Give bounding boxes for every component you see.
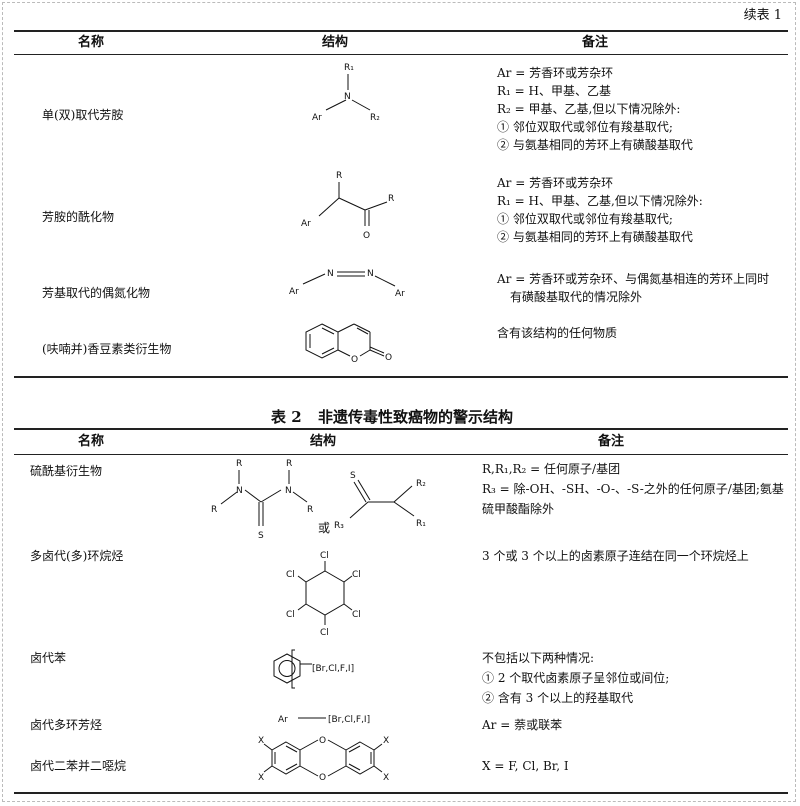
table2-row4-note: Ar = 萘或联苯 [482, 718, 563, 732]
atom-label: S [258, 531, 264, 541]
table1-row3-note: Ar = 芳香环或芳杂环、与偶氮基相连的芳环上同时 [497, 272, 770, 286]
atom-label: Cl [286, 610, 295, 620]
dibenzodioxin-structure: X X X X O O [258, 736, 389, 783]
continued-label: 续表 1 [743, 8, 782, 23]
table2-row1-note: 硫甲酸酯除外 [482, 502, 555, 516]
table2-row4-name: 卤代多环芳烃 [30, 718, 103, 732]
atom-label: O [385, 353, 392, 363]
table1-header-name: 名称 [78, 35, 105, 50]
table1-row1-note: ② 与氨基相同的芳环上有磺酸基取代 [497, 138, 693, 152]
table1-row1-note: Ar = 芳香环或芳杂环 [497, 66, 614, 80]
table2-row5-note: X = F, Cl, Br, I [482, 759, 569, 773]
table2-row1-note: R,R₁,R₂ = 任何原子/基团 [482, 462, 621, 476]
table1-row2-note: Ar = 芳香环或芳杂环 [497, 176, 614, 190]
atom-label: R [307, 505, 313, 515]
atom-label: R₃ [334, 521, 344, 531]
table1-row1-note: R₁ = H、甲基、乙基 [497, 84, 611, 98]
table1-row3-name: 芳基取代的偶氮化物 [42, 286, 151, 300]
table1-row3-note: 有磺酸基取代的情况除外 [510, 290, 643, 304]
table1-row4-note: 含有该结构的任何物质 [497, 326, 618, 340]
amine-acylation-structure: R R Ar O [301, 171, 394, 241]
atom-label: N [344, 92, 351, 102]
atom-label: Cl [286, 570, 295, 580]
atom-label: Cl [352, 610, 361, 620]
atom-label: R₁ [416, 519, 426, 529]
atom-label: R [286, 459, 292, 469]
atom-label: R₂ [416, 479, 426, 489]
substituent-label: [Br,Cl,F,I] [312, 664, 354, 674]
atom-label: Ar [301, 219, 311, 229]
table2-header-rule [14, 454, 788, 455]
atom-label: O [319, 773, 326, 783]
substituent-label: [Br,Cl,F,I] [328, 715, 370, 725]
atom-label: N [367, 269, 374, 279]
table1-row2-name: 芳胺的酰化物 [42, 210, 115, 224]
table2-caption-title: 非遗传毒性致癌物的警示结构 [318, 408, 514, 426]
atom-label: O [319, 736, 326, 746]
halobenzene-structure: [Br,Cl,F,I] [273, 649, 354, 689]
table2-row3-note: ① 2 个取代卤素原子呈邻位或间位; [482, 671, 670, 685]
table2-caption-number: 表 2 [271, 408, 302, 426]
table2-row2-note: 3 个或 3 个以上的卤素原子连结在同一个环烷烃上 [482, 549, 749, 563]
table2-header-structure: 结构 [310, 434, 337, 449]
table2-row5-name: 卤代二苯并二噁烷 [30, 759, 127, 773]
table2-top-rule [14, 428, 788, 430]
table2-header-notes: 备注 [598, 434, 625, 449]
table1-bottom-rule [14, 376, 788, 378]
table1-row2-note: R₁ = H、甲基、乙基,但以下情况除外: [497, 194, 703, 208]
atom-label: X [258, 773, 264, 783]
table1-header-rule [14, 54, 788, 55]
atom-label: R [336, 171, 342, 181]
coumarin-structure: O O [305, 323, 392, 365]
aromatic-amine-structure: R₁ N Ar R₂ [312, 63, 380, 123]
thioacyl-structure: S R₂ R₃ R₁ [334, 471, 426, 531]
atom-label: R₁ [344, 63, 354, 73]
table1-header-notes: 备注 [582, 35, 609, 50]
table1-row4-name: (呋喃并)香豆素类衍生物 [42, 342, 172, 356]
table2-row3-name: 卤代苯 [30, 651, 67, 665]
atom-label: R [211, 505, 217, 515]
atom-label: Ar [278, 715, 288, 725]
table1-row1-note: R₂ = 甲基、乙基,但以下情况除外: [497, 102, 681, 116]
atom-label: Cl [320, 551, 329, 561]
table1-row1-note: ① 邻位双取代或邻位有羧基取代; [497, 120, 673, 134]
table2-bottom-rule [14, 792, 788, 794]
atom-label: Ar [289, 287, 299, 297]
table2-row3-note: ② 含有 3 个以上的羟基取代 [482, 691, 634, 705]
atom-label: N [236, 486, 243, 496]
table1-header-structure: 结构 [322, 35, 349, 50]
table2-row1-note: R₃ = 除-OH、-SH、-O-、-S-之外的任何原子/基团;氨基 [482, 482, 784, 496]
atom-label: N [285, 486, 292, 496]
table2-row2-name: 多卤代(多)环烷烃 [30, 549, 124, 563]
atom-label: X [383, 736, 389, 746]
table2-header-name: 名称 [78, 434, 105, 449]
haloarene-structure: Ar [Br,Cl,F,I] [278, 715, 370, 725]
azo-structure: N N Ar Ar [289, 269, 405, 299]
atom-label: Ar [312, 113, 322, 123]
atom-label: X [258, 736, 264, 746]
atom-label: O [363, 231, 370, 241]
thiourea-structure: R R N N R R S [211, 459, 313, 541]
table2-row1-name: 硫酰基衍生物 [30, 464, 103, 478]
atom-label: O [351, 355, 358, 365]
atom-label: N [327, 269, 334, 279]
atom-label: Cl [352, 570, 361, 580]
or-label: 或 [318, 521, 331, 535]
table2-row3-note: 不包括以下两种情况: [482, 651, 595, 665]
atom-label: Ar [395, 289, 405, 299]
atom-label: S [350, 471, 356, 481]
table1-row1-name: 单(双)取代芳胺 [42, 108, 124, 122]
table1-top-rule [14, 30, 788, 32]
atom-label: R [388, 194, 394, 204]
atom-label: X [383, 773, 389, 783]
table1-row2-note: ② 与氨基相同的芳环上有磺酸基取代 [497, 230, 693, 244]
atom-label: R [236, 459, 242, 469]
atom-label: Cl [320, 628, 329, 638]
table1-row2-note: ① 邻位双取代或邻位有羧基取代; [497, 212, 673, 226]
hexachlorocyclohexane-structure: Cl Cl Cl Cl Cl Cl [286, 551, 361, 638]
atom-label: R₂ [370, 113, 380, 123]
